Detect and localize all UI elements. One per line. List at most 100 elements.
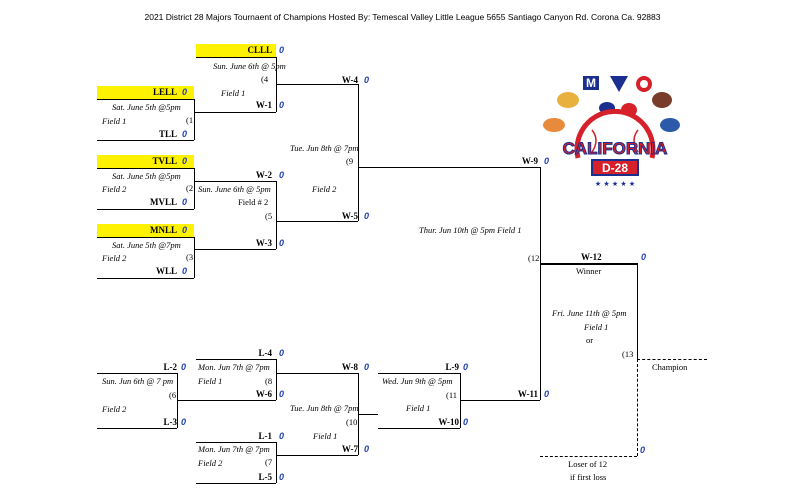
team-score: 0: [279, 472, 285, 482]
game-number: (2: [186, 183, 194, 193]
field-label: Field 1: [102, 116, 127, 126]
team-highlight: [196, 44, 276, 57]
team-name: W-4: [341, 75, 358, 85]
game-time: Mon. Jun 7th @ 7pm: [198, 362, 270, 372]
team-name: L-9: [445, 362, 460, 372]
game-number: (4: [261, 74, 269, 84]
team-name: W-2: [255, 170, 272, 180]
game-number: (8: [265, 376, 273, 386]
game-time: Mon. Jun 7th @ 7pm: [198, 444, 270, 454]
team-score: 0: [544, 156, 550, 166]
logo-graphic: M CALIFORNIA D-28 ★ ★ ★ ★ ★: [543, 76, 680, 188]
loser-note: if first loss: [570, 472, 607, 482]
game-number: (1: [186, 115, 194, 125]
team-highlight: [97, 155, 194, 168]
team-name: W-5: [341, 211, 358, 221]
game-number: (13: [622, 349, 634, 359]
team-name: W-8: [341, 362, 358, 372]
game-number: (7: [265, 457, 273, 467]
team-score: 0: [182, 225, 188, 235]
team-score: 0: [279, 238, 285, 248]
team-score: 0: [181, 362, 187, 372]
game-time: Sun. June 6th @ 5pm: [198, 184, 271, 194]
game-time: Sun. Jun 6th @ 7 pm: [102, 376, 174, 386]
team-name: TVLL: [152, 156, 177, 166]
team-name: W-9: [521, 156, 538, 166]
team-score: 0: [279, 100, 285, 110]
field-label: Field # 2: [238, 197, 269, 207]
pennant-icon: [610, 76, 628, 92]
page-title: 2021 District 28 Majors Tournaent of Cha…: [144, 12, 661, 22]
or-label: or: [586, 335, 594, 345]
loser-label: Loser of 12: [568, 459, 608, 469]
team-score: 0: [641, 252, 647, 262]
team-emblem-icon: [557, 92, 579, 108]
team-score: 0: [182, 266, 188, 276]
field-label: Field 2: [102, 253, 127, 263]
team-name: L-5: [258, 472, 273, 482]
team-score: 0: [182, 156, 188, 166]
team-score: 0: [181, 417, 187, 427]
team-score: 0: [640, 445, 646, 455]
field-label: Field 2: [102, 184, 127, 194]
team-score: 0: [279, 389, 285, 399]
field-label: Field 1: [198, 376, 223, 386]
team-score: 0: [279, 170, 285, 180]
field-label: Field 1: [221, 88, 246, 98]
team-name: LELL: [152, 87, 177, 97]
team-score: 0: [463, 362, 469, 372]
game-number: (11: [446, 390, 458, 400]
team-name: TLL: [158, 129, 177, 139]
team-name: W-11: [517, 389, 538, 399]
team-name: WLL: [155, 266, 177, 276]
field-label: Field 1: [406, 403, 431, 413]
team-score: 0: [182, 197, 188, 207]
district-logo: M CALIFORNIA D-28 ★ ★ ★ ★ ★: [540, 70, 690, 200]
team-score: 0: [364, 362, 370, 372]
game-time: Wed. Jun 9th @ 5pm: [382, 376, 453, 386]
game-time: Tue. Jun 8th @ 7pm: [290, 143, 359, 153]
field-label: Field 2: [312, 184, 337, 194]
game-time: Thur. Jun 10th @ 5pm Field 1: [419, 225, 522, 235]
team-name: L-3: [163, 417, 178, 427]
team-highlight: [97, 224, 194, 237]
team-score: 0: [544, 389, 550, 399]
team-score: 0: [364, 75, 370, 85]
team-score: 0: [182, 129, 188, 139]
field-label: Field 1: [584, 322, 609, 332]
logo-subtitle: D-28: [602, 161, 628, 175]
team-name: W-10: [438, 417, 459, 427]
team-score: 0: [463, 417, 469, 427]
team-score: 0: [279, 348, 285, 358]
game-number: (12: [528, 253, 540, 263]
game-time: Sat. June 5th @7pm: [112, 240, 181, 250]
field-label: Field 2: [102, 404, 127, 414]
team-name: W-3: [255, 238, 272, 248]
team-score: 0: [279, 431, 285, 441]
game-time: Tue. Jun 8th @ 7pm: [290, 403, 359, 413]
m-badge-text: M: [586, 76, 596, 90]
game-time: Fri. June 11th @ 5pm: [552, 308, 627, 318]
logo-banner: [591, 159, 639, 176]
game-time: Sat. June 5th @5pm: [112, 102, 181, 112]
game-time: Sat. June 5th @5pm: [112, 171, 181, 181]
team-highlight: [97, 86, 194, 99]
game-number: (9: [346, 156, 354, 166]
team-emblem-icon: [660, 118, 680, 132]
team-name: MNLL: [150, 225, 177, 235]
team-score: 0: [279, 45, 285, 55]
game-number: (5: [265, 211, 273, 221]
team-name: W-7: [341, 444, 358, 454]
team-score: 0: [182, 87, 188, 97]
field-label: Field 2: [198, 458, 223, 468]
logo-title: CALIFORNIA: [563, 139, 668, 158]
baseball-icon: [574, 108, 656, 159]
game-number: (3: [186, 252, 194, 262]
team-name: L-2: [163, 362, 178, 372]
stars-icon: ★ ★ ★ ★ ★: [595, 180, 635, 188]
team-name: L-1: [258, 431, 273, 441]
team-score: 0: [364, 211, 370, 221]
team-name: L-4: [258, 348, 273, 358]
team-name: CLLL: [247, 45, 272, 55]
game-time: Sun. June 6th @ 5pm: [213, 61, 286, 71]
